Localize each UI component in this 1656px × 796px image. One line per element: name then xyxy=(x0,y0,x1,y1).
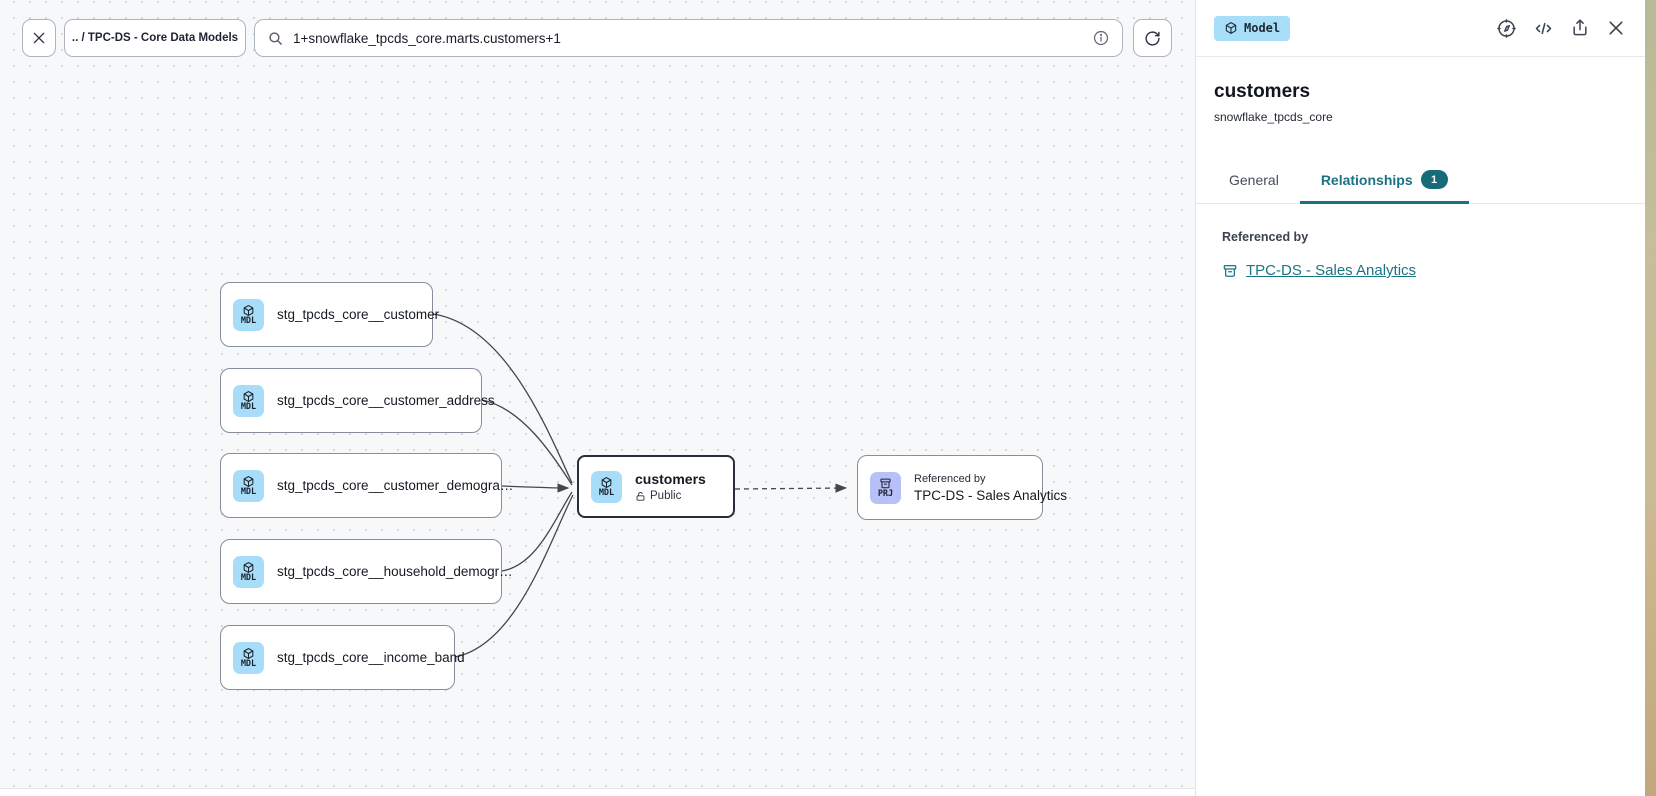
referenced-project-link[interactable]: TPC-DS - Sales Analytics xyxy=(1222,262,1627,279)
project-archive-icon xyxy=(1222,263,1238,279)
refresh-button[interactable] xyxy=(1133,19,1172,57)
node-access-label: Public xyxy=(650,490,682,502)
search-input[interactable] xyxy=(293,30,1083,46)
close-lineage-button[interactable] xyxy=(22,19,56,57)
model-node-customer[interactable]: MDL stg_tpcds_core__customer xyxy=(220,282,439,347)
code-icon[interactable] xyxy=(1533,18,1554,39)
model-icon: MDL xyxy=(233,555,264,588)
model-node-household-demographics[interactable]: MDL stg_tpcds_core__household_demogr… xyxy=(220,539,513,604)
model-icon: MDL xyxy=(233,641,264,674)
node-label: stg_tpcds_core__customer xyxy=(277,307,440,322)
referenced-project-link-label[interactable]: TPC-DS - Sales Analytics xyxy=(1246,262,1417,279)
model-icon: MDL xyxy=(233,298,264,331)
breadcrumb-label: .. / TPC-DS - Core Data Models xyxy=(71,32,239,44)
breadcrumb[interactable]: .. / TPC-DS - Core Data Models xyxy=(64,19,246,57)
close-icon xyxy=(31,30,47,46)
model-type-badge: Model xyxy=(1214,15,1291,41)
model-node-customer-address[interactable]: MDL stg_tpcds_core__customer_address xyxy=(220,368,495,433)
model-type-label: Model xyxy=(1244,21,1281,35)
node-label: stg_tpcds_core__customer_address xyxy=(277,393,495,408)
refresh-icon xyxy=(1144,30,1161,47)
panel-tabs: General Relationships 1 xyxy=(1196,152,1645,204)
node-label: TPC-DS - Sales Analytics xyxy=(914,487,1068,503)
model-icon: MDL xyxy=(591,470,622,503)
referenced-by-label: Referenced by xyxy=(1222,230,1309,244)
node-label: stg_tpcds_core__customer_demogra… xyxy=(277,478,514,493)
model-icon: MDL xyxy=(233,384,264,417)
close-panel-icon[interactable] xyxy=(1606,18,1626,38)
node-label: stg_tpcds_core__income_band xyxy=(277,650,465,665)
project-icon: PRJ xyxy=(870,471,901,504)
tab-relationships[interactable]: Relationships 1 xyxy=(1299,152,1469,204)
package-name: snowflake_tpcds_core xyxy=(1214,110,1333,124)
explore-compass-icon[interactable] xyxy=(1496,18,1517,39)
lineage-search xyxy=(254,19,1123,57)
lineage-canvas[interactable]: .. / TPC-DS - Core Data Models xyxy=(0,0,1195,789)
model-icon: MDL xyxy=(233,469,264,502)
window-edge-strip xyxy=(1645,0,1656,796)
lineage-edges xyxy=(432,313,848,658)
model-node-income-band[interactable]: MDL stg_tpcds_core__income_band xyxy=(220,625,465,690)
lock-open-icon xyxy=(635,491,646,502)
details-panel: Model customers snowflake_tpcds_core xyxy=(1195,0,1645,796)
node-kicker: Referenced by xyxy=(914,472,986,485)
page-title: customers xyxy=(1214,81,1311,102)
model-node-customer-demographics[interactable]: MDL stg_tpcds_core__customer_demogra… xyxy=(220,453,513,518)
node-label: stg_tpcds_core__household_demogr… xyxy=(277,564,513,579)
cube-icon xyxy=(1224,21,1238,35)
model-node-customers-selected[interactable]: MDL customers Public xyxy=(577,455,735,518)
info-icon[interactable] xyxy=(1092,29,1110,47)
node-label: customers xyxy=(635,471,706,487)
panel-header: Model xyxy=(1196,0,1645,57)
search-icon xyxy=(267,30,284,47)
share-icon[interactable] xyxy=(1570,18,1590,38)
project-node-sales-analytics[interactable]: PRJ Referenced by TPC-DS - Sales Analyti… xyxy=(857,455,1067,520)
tab-general[interactable]: General xyxy=(1229,171,1279,188)
relationships-count-badge: 1 xyxy=(1420,170,1448,189)
canvas-toolbar: .. / TPC-DS - Core Data Models xyxy=(0,0,1195,60)
